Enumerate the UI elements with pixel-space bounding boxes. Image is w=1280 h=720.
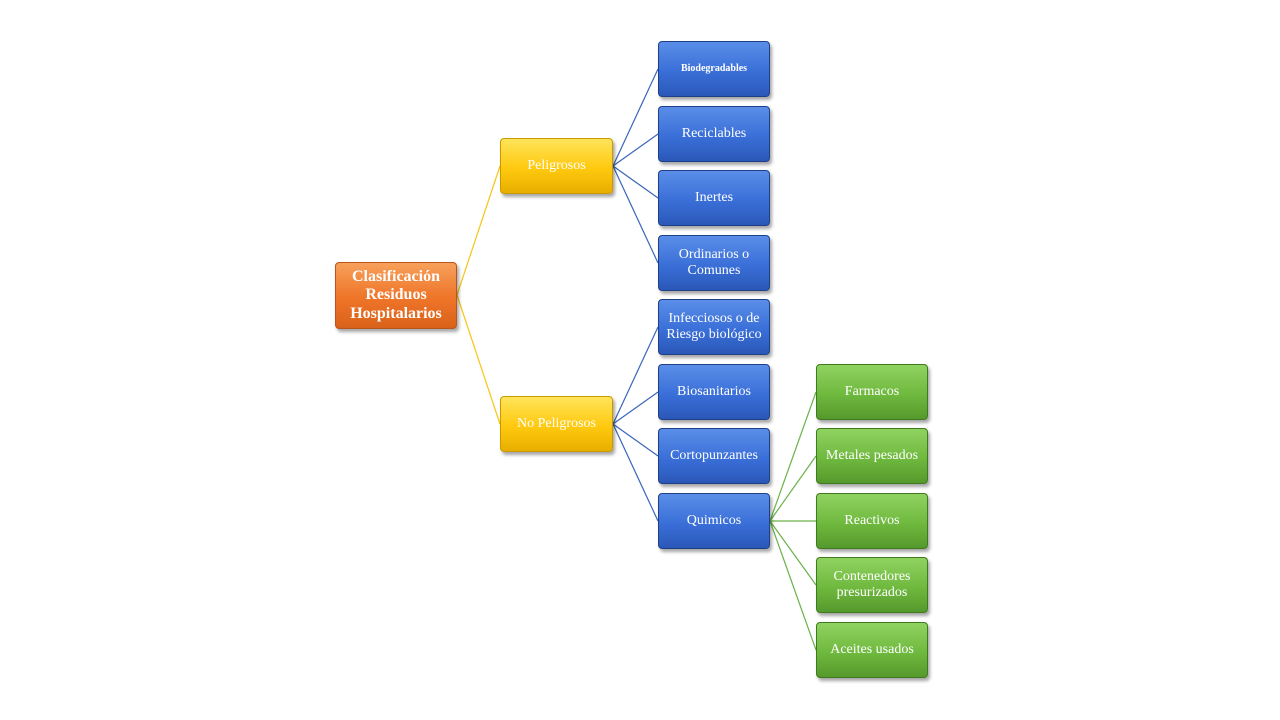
node-cortopunzantes-label: Cortopunzantes [670, 447, 758, 463]
node-quimicos: Quimicos [658, 493, 770, 549]
node-ordinarios: Ordinarios o Comunes [658, 235, 770, 291]
node-reciclables-label: Reciclables [681, 125, 747, 141]
node-reactivos-label: Reactivos [844, 512, 900, 528]
node-metales-pesados: Metales pesados [816, 428, 928, 484]
node-aceites-usados: Aceites usados [816, 622, 928, 678]
node-peligrosos-label: Peligrosos [527, 157, 586, 173]
connector-peligrosos-ordinarios [612, 165, 659, 264]
node-no-peligrosos-label: No Peligrosos [517, 415, 596, 431]
node-root-label: Clasificación Residuos Hospitalarios [350, 267, 442, 322]
connector-quimicos-aceites [769, 520, 817, 651]
node-biodegradables-label: Biodegradables [680, 63, 748, 75]
node-root: Clasificación Residuos Hospitalarios [335, 262, 457, 329]
connector-no-peligrosos-cortopunzantes [612, 423, 659, 457]
node-no-peligrosos: No Peligrosos [500, 396, 613, 452]
node-inertes-label: Inertes [694, 189, 734, 205]
node-aceites-usados-label: Aceites usados [830, 641, 914, 657]
node-peligrosos: Peligrosos [500, 138, 613, 194]
node-farmacos-label: Farmacos [844, 383, 900, 399]
connector-peligrosos-reciclables [612, 133, 659, 167]
node-biosanitarios-label: Biosanitarios [677, 383, 751, 399]
connector-quimicos-contenedores [769, 520, 817, 586]
node-inertes: Inertes [658, 170, 770, 226]
node-contenedores: Contenedores presurizados [816, 557, 928, 613]
connector-no-peligrosos-biosanitarios [612, 391, 659, 425]
connector-no-peligrosos-infecciosos [612, 326, 659, 425]
connector-peligrosos-biodegradables [612, 68, 659, 167]
connector-peligrosos-inertes [612, 165, 659, 199]
connector-quimicos-metales [769, 455, 817, 522]
node-biosanitarios: Biosanitarios [658, 364, 770, 420]
node-farmacos: Farmacos [816, 364, 928, 420]
connector-root-no-peligrosos [456, 294, 501, 425]
node-quimicos-label: Quimicos [686, 512, 742, 528]
node-contenedores-label: Contenedores presurizados [833, 568, 911, 600]
node-reciclables: Reciclables [658, 106, 770, 162]
node-infecciosos-label: Infecciosos o de Riesgo biológico [666, 310, 762, 342]
node-cortopunzantes: Cortopunzantes [658, 428, 770, 484]
node-metales-pesados-label: Metales pesados [825, 447, 919, 463]
node-infecciosos: Infecciosos o de Riesgo biológico [658, 299, 770, 355]
connector-quimicos-farmacos [769, 391, 817, 522]
connector-root-peligrosos [456, 165, 501, 296]
connector-no-peligrosos-quimicos [612, 423, 659, 522]
node-reactivos: Reactivos [816, 493, 928, 549]
node-biodegradables: Biodegradables [658, 41, 770, 97]
node-ordinarios-label: Ordinarios o Comunes [678, 246, 750, 278]
